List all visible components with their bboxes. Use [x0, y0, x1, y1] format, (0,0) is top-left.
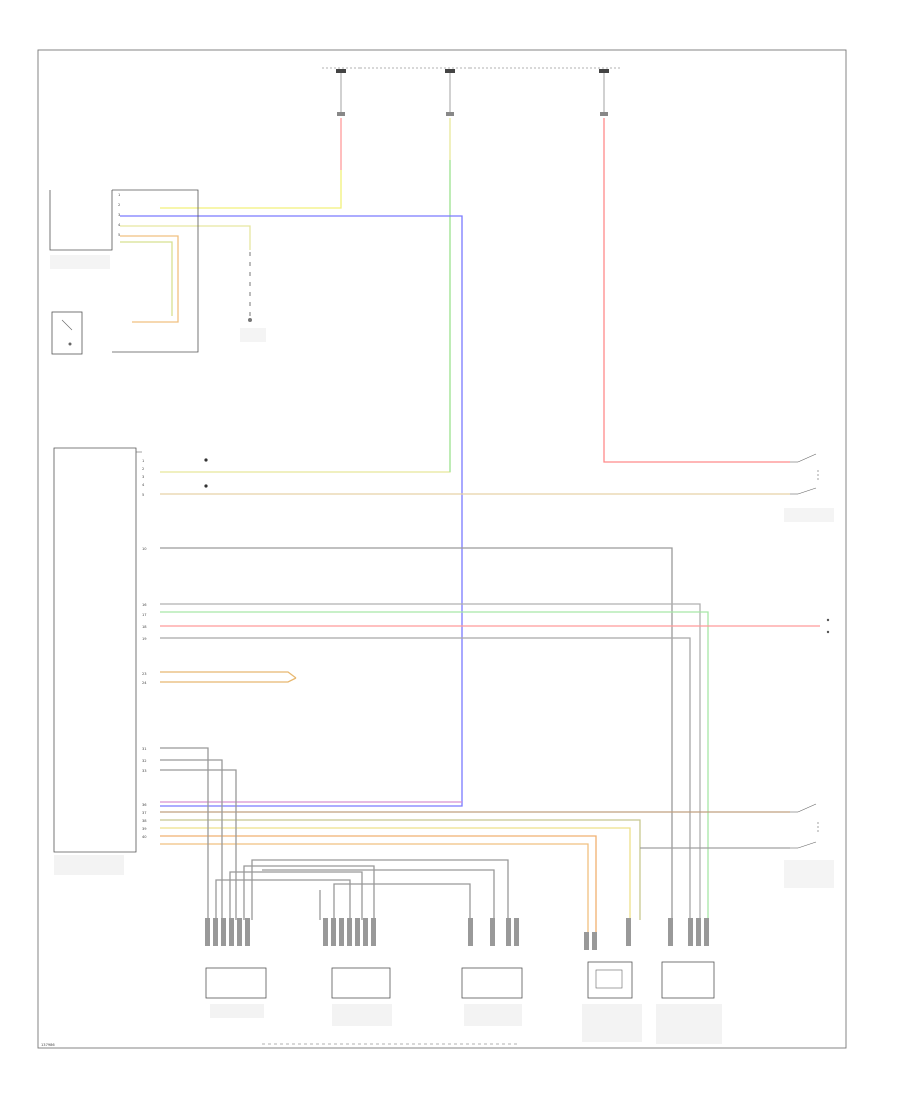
svg-text:18: 18	[142, 625, 147, 629]
bottom-component-1	[205, 918, 267, 1018]
wire-orange-bus	[160, 835, 597, 935]
right-connector-2	[826, 618, 830, 634]
fuse-source-2	[360, 67, 470, 116]
junction-dot-2	[204, 484, 208, 488]
svg-text:4: 4	[118, 223, 121, 227]
svg-text:5: 5	[142, 493, 144, 497]
svg-text:1: 1	[142, 459, 144, 463]
svg-text:17: 17	[142, 613, 147, 617]
component-pressure-sensor	[51, 311, 83, 355]
svg-text:3: 3	[118, 213, 120, 217]
bottom-component-5	[656, 918, 722, 1044]
svg-text:19: 19	[142, 637, 147, 641]
svg-text:39: 39	[142, 827, 147, 831]
wire-grey-3	[160, 637, 691, 920]
bottom-harness	[160, 747, 509, 920]
junction-dot-1	[204, 458, 208, 462]
wire-yellow-1	[160, 170, 342, 209]
wire-orange-bus-2	[160, 843, 589, 935]
wire-orange-pair	[160, 671, 297, 679]
component-top-left: 1 2 3 4 5	[49, 189, 199, 353]
right-switch-2	[784, 803, 834, 888]
main-control-module: 1 2 3 4 5 10 16 17 18 19 23 24 31 32 33 …	[53, 447, 147, 875]
wire-yellow-bus	[160, 827, 631, 920]
diagram-code: 137986	[41, 1043, 55, 1047]
fuse-source-3	[470, 67, 620, 116]
svg-text:16: 16	[142, 603, 147, 607]
svg-text:32: 32	[142, 759, 147, 763]
wire-green-3	[160, 611, 709, 920]
svg-text:38: 38	[142, 819, 147, 823]
svg-text:3: 3	[142, 475, 144, 479]
svg-text:33: 33	[142, 769, 147, 773]
svg-text:5: 5	[118, 233, 120, 237]
wire-red-fuse3	[603, 118, 790, 463]
svg-text:2: 2	[118, 203, 120, 207]
wire-olive	[160, 819, 641, 920]
svg-text:10: 10	[142, 547, 147, 551]
svg-text:37: 37	[142, 811, 147, 815]
wire-grey-1	[160, 547, 673, 920]
wire-grey-2	[160, 603, 701, 920]
svg-text:36: 36	[142, 803, 147, 807]
svg-text:2: 2	[142, 467, 144, 471]
wire-yellow-2	[120, 225, 251, 250]
svg-text:24: 24	[142, 681, 147, 685]
wire-red-yellow-loop	[120, 235, 179, 323]
module-pin-column: 1 2 3 4 5 10 16 17 18 19 23 24 31 32 33 …	[136, 451, 147, 839]
bottom-component-3	[461, 918, 523, 1026]
diagram-frame	[37, 49, 847, 1049]
wire-yellow-fuse2	[160, 118, 451, 473]
svg-text:23: 23	[142, 672, 147, 676]
fuse-source-1	[322, 67, 360, 116]
right-switch-1	[784, 453, 834, 522]
bottom-component-4	[582, 918, 642, 1042]
svg-text:1: 1	[118, 193, 120, 197]
bottom-component-2	[323, 918, 392, 1026]
wire-blue	[120, 215, 463, 807]
component-sensor-top	[240, 318, 266, 342]
svg-text:40: 40	[142, 835, 147, 839]
svg-text:31: 31	[142, 747, 147, 751]
svg-text:4: 4	[142, 483, 145, 487]
